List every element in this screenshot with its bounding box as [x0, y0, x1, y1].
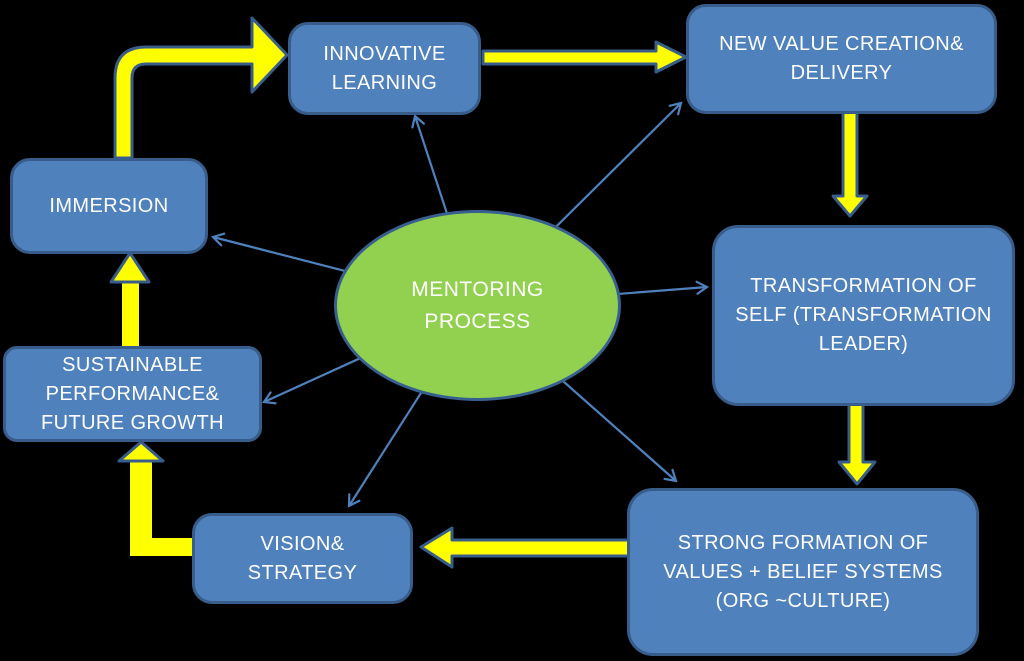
- node-transformation-of-self: TRANSFORMATION OF SELF (TRANSFORMATION L…: [712, 225, 1015, 406]
- node-new-value-line2: DELIVERY: [790, 62, 893, 84]
- arrow-transformation-to-strong-formation: [837, 401, 877, 486]
- cycle-arrows-unstroked: [109, 251, 194, 556]
- arrow-new-value-to-transformation: [831, 106, 869, 218]
- arrow-vision-strategy-to-sustainable-shaft: [130, 460, 194, 556]
- node-sustainable-line3: FUTURE GROWTH: [41, 411, 224, 434]
- node-vision-strategy: VISION& STRATEGY: [192, 513, 413, 604]
- hub-mentoring-process: MENTORING PROCESS: [334, 210, 621, 401]
- arrow-innovative-learning-to-new-value: [481, 40, 688, 74]
- arrow-vision-strategy-to-sustainable-head: [117, 440, 165, 463]
- node-new-value-line1: NEW VALUE CREATION&: [719, 33, 964, 55]
- node-strong-formation-line2: VALUES + BELIEF SYSTEMS: [663, 560, 943, 583]
- hub-line2: PROCESS: [424, 309, 531, 333]
- node-transformation-line1: TRANSFORMATION OF: [750, 275, 977, 297]
- node-transformation-line3: LEADER): [818, 333, 909, 355]
- node-strong-formation-line3: (ORG ~CULTURE): [715, 589, 891, 612]
- arrow-strong-formation-to-vision-strategy: [419, 526, 634, 569]
- cycle-arrows: [113, 16, 877, 569]
- node-strong-formation-line1: STRONG FORMATION OF: [677, 531, 929, 554]
- node-vision-line2: STRATEGY: [247, 561, 358, 584]
- arrow-sustainable-to-immersion-shaft: [122, 280, 139, 348]
- arrow-immersion-to-innovative-learning: [113, 16, 289, 160]
- arrow-sustainable-to-immersion-head: [109, 251, 151, 284]
- node-new-value-creation: NEW VALUE CREATION& DELIVERY: [686, 4, 997, 114]
- hub-line1: MENTORING: [411, 278, 544, 301]
- node-transformation-line2: SELF (TRANSFORMATION: [735, 304, 992, 326]
- node-vision-line1: VISION&: [260, 532, 345, 555]
- node-innovative-learning-line2: LEARNING: [331, 71, 438, 94]
- node-immersion-label: IMMERSION: [49, 194, 169, 217]
- node-innovative-learning-line1: INNOVATIVE: [323, 42, 446, 65]
- node-sustainable-performance: SUSTAINABLE PERFORMANCE& FUTURE GROWTH: [3, 346, 262, 442]
- node-strong-formation: STRONG FORMATION OF VALUES + BELIEF SYST…: [627, 488, 979, 656]
- node-sustainable-line1: SUSTAINABLE: [62, 353, 203, 376]
- node-sustainable-line2: PERFORMANCE&: [45, 382, 220, 405]
- node-innovative-learning: INNOVATIVE LEARNING: [288, 22, 481, 115]
- node-immersion: IMMERSION: [10, 158, 208, 254]
